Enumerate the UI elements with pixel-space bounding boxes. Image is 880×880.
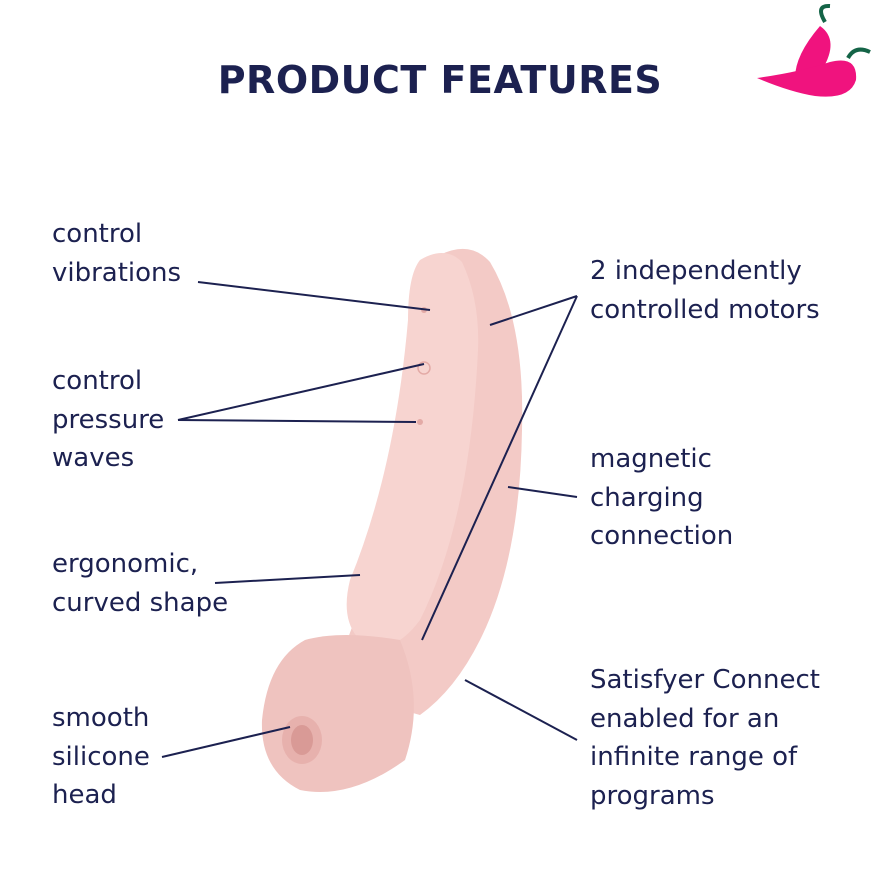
feature-ergonomic-shape: ergonomic, curved shape <box>52 545 228 622</box>
feature-line: pressure <box>52 404 165 435</box>
feature-line: silicone <box>52 741 150 772</box>
feature-line: vibrations <box>52 257 182 288</box>
feature-line: control <box>52 366 143 396</box>
feature-line: charging <box>590 482 704 513</box>
feature-line: Satisfyer Connect <box>590 665 820 695</box>
feature-line: 2 independently <box>590 256 802 286</box>
feature-line: connection <box>590 521 734 551</box>
feature-line: infinite range of <box>590 742 798 772</box>
feature-silicone-head: smooth silicone head <box>52 699 150 815</box>
page-title: PRODUCT FEATURES <box>217 58 663 102</box>
feature-control-vibrations: control vibrations <box>52 215 181 292</box>
feature-line: curved shape <box>52 587 229 618</box>
product-image <box>261 248 523 792</box>
feature-line: magnetic <box>590 444 712 474</box>
feature-control-pressure-waves: control pressure waves <box>52 362 164 478</box>
feature-magnetic-charging: magnetic charging connection <box>590 440 733 556</box>
feature-line: waves <box>52 443 135 473</box>
feature-line: smooth <box>52 703 150 733</box>
feature-line: ergonomic, <box>52 549 199 579</box>
feature-line: programs <box>590 780 715 811</box>
feature-line: control <box>52 219 143 249</box>
feature-line: enabled for an <box>590 703 780 734</box>
feature-satisfyer-connect: Satisfyer Connect enabled for an infinit… <box>590 661 820 815</box>
feature-motors: 2 independently controlled motors <box>590 252 820 329</box>
feature-line: head <box>52 780 117 810</box>
callout-lines <box>161 281 578 758</box>
feature-line: controlled motors <box>590 294 820 325</box>
chili-logo <box>757 3 871 97</box>
